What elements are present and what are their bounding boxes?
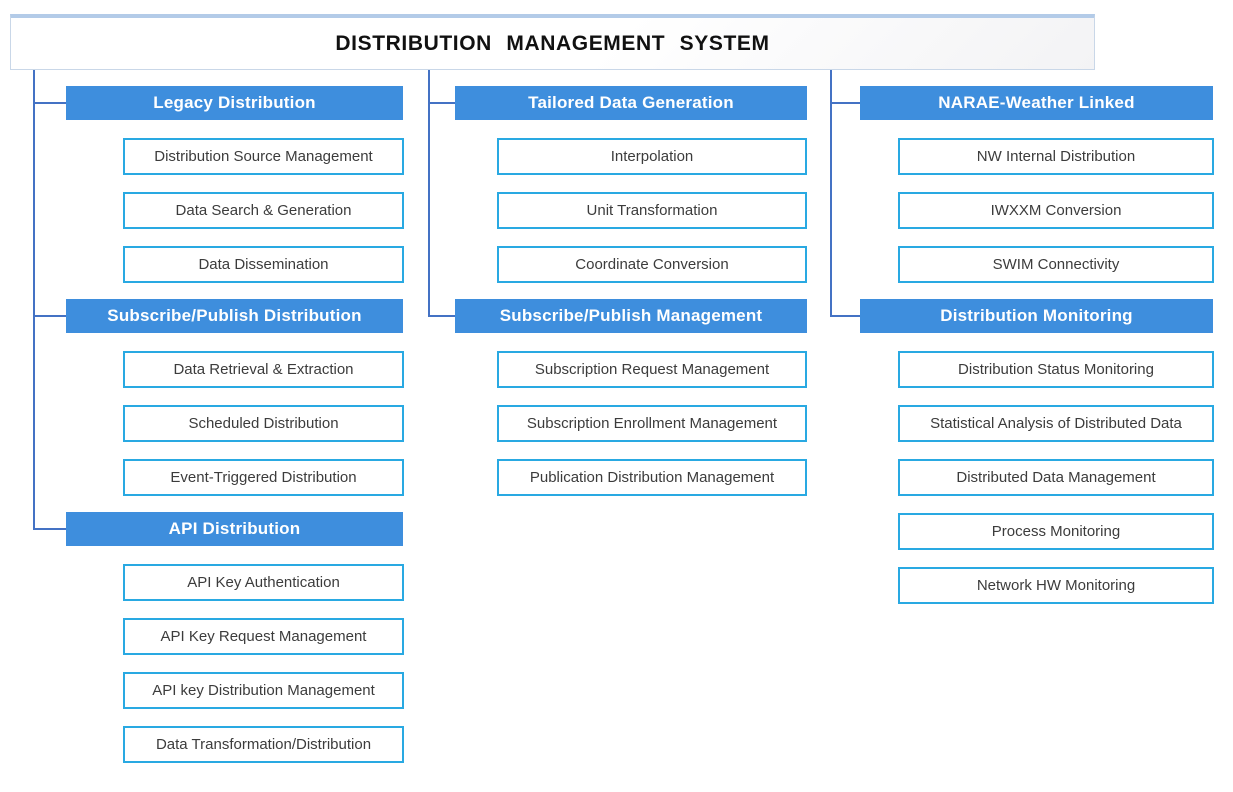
column-tailored-subscribe: Tailored Data Generation Interpolation U… [455,86,807,512]
item-data-transformation-distribution: Data Transformation/Distribution [123,726,404,763]
item-statistical-analysis-distributed-data: Statistical Analysis of Distributed Data [898,405,1214,442]
group-header-distribution-monitoring: Distribution Monitoring [860,299,1213,333]
item-iwxxm-conversion: IWXXM Conversion [898,192,1214,229]
column-narae-monitoring: NARAE-Weather Linked NW Internal Distrib… [860,86,1214,620]
item-process-monitoring: Process Monitoring [898,513,1214,550]
item-api-key-authentication: API Key Authentication [123,564,404,601]
group-subscribe-publish-management: Subscribe/Publish Management Subscriptio… [455,299,807,496]
group-header-legacy-distribution: Legacy Distribution [66,86,403,120]
item-coordinate-conversion: Coordinate Conversion [497,246,807,283]
item-subscription-enrollment-management: Subscription Enrollment Management [497,405,807,442]
item-swim-connectivity: SWIM Connectivity [898,246,1214,283]
group-legacy-distribution: Legacy Distribution Distribution Source … [66,86,404,283]
item-distributed-data-management: Distributed Data Management [898,459,1214,496]
connector-line [830,70,832,317]
connector-line [830,315,860,317]
group-tailored-data-generation: Tailored Data Generation Interpolation U… [455,86,807,283]
item-nw-internal-distribution: NW Internal Distribution [898,138,1214,175]
item-data-search-generation: Data Search & Generation [123,192,404,229]
group-header-narae-weather-linked: NARAE-Weather Linked [860,86,1213,120]
connector-line [830,102,860,104]
group-header-tailored-data-generation: Tailored Data Generation [455,86,807,120]
group-subscribe-publish-distribution: Subscribe/Publish Distribution Data Retr… [66,299,404,496]
item-api-key-distribution-management: API key Distribution Management [123,672,404,709]
group-header-api-distribution: API Distribution [66,512,403,546]
connector-line [428,315,455,317]
item-data-retrieval-extraction: Data Retrieval & Extraction [123,351,404,388]
connector-line [33,70,35,530]
item-interpolation: Interpolation [497,138,807,175]
item-publication-distribution-management: Publication Distribution Management [497,459,807,496]
item-unit-transformation: Unit Transformation [497,192,807,229]
group-header-subscribe-publish-distribution: Subscribe/Publish Distribution [66,299,403,333]
group-header-subscribe-publish-management: Subscribe/Publish Management [455,299,807,333]
item-api-key-request-management: API Key Request Management [123,618,404,655]
connector-line [428,70,430,317]
connector-line [33,528,66,530]
item-data-dissemination: Data Dissemination [123,246,404,283]
group-distribution-monitoring: Distribution Monitoring Distribution Sta… [860,299,1214,604]
item-scheduled-distribution: Scheduled Distribution [123,405,404,442]
item-distribution-status-monitoring: Distribution Status Monitoring [898,351,1214,388]
group-api-distribution: API Distribution API Key Authentication … [66,512,404,763]
connector-line [428,102,455,104]
item-distribution-source-management: Distribution Source Management [123,138,404,175]
item-event-triggered-distribution: Event-Triggered Distribution [123,459,404,496]
item-subscription-request-management: Subscription Request Management [497,351,807,388]
group-narae-weather-linked: NARAE-Weather Linked NW Internal Distrib… [860,86,1214,283]
column-legacy-api: Legacy Distribution Distribution Source … [66,86,404,779]
connector-line [33,315,66,317]
chart-title-box: DISTRIBUTION MANAGEMENT SYSTEM [10,14,1095,70]
connector-line [33,102,66,104]
item-network-hw-monitoring: Network HW Monitoring [898,567,1214,604]
chart-title: DISTRIBUTION MANAGEMENT SYSTEM [335,31,770,55]
